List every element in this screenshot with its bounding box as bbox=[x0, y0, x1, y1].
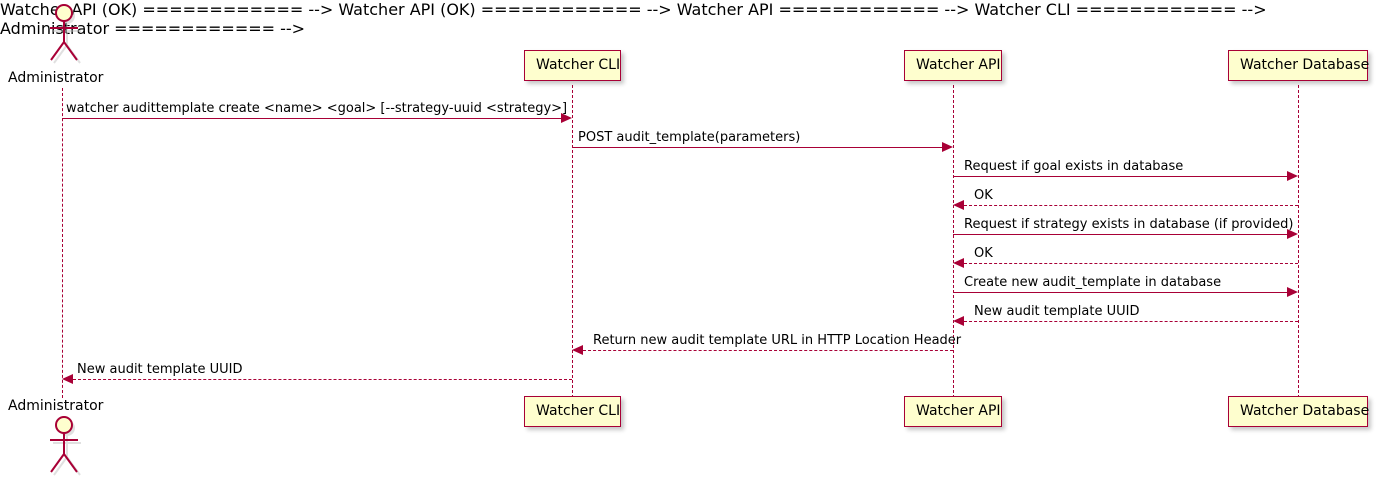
participant-label-administrator-bottom: Administrator bbox=[8, 398, 104, 414]
arrowhead-right-1 bbox=[561, 113, 572, 123]
message-line-2 bbox=[572, 147, 942, 148]
lifeline-watcher-cli bbox=[572, 85, 573, 398]
message-label-5: Request if strategy exists in database (… bbox=[964, 217, 1294, 232]
participant-watcher-api-top[interactable]: Watcher API bbox=[904, 50, 1002, 81]
actor-administrator-bottom bbox=[50, 416, 81, 476]
message-line-3 bbox=[953, 176, 1287, 177]
message-line-1 bbox=[62, 118, 561, 119]
message-line-6 bbox=[964, 263, 1298, 264]
message-label-10: New audit template UUID bbox=[77, 362, 243, 377]
arrowhead-left-8 bbox=[953, 316, 964, 326]
message-label-6: OK bbox=[974, 246, 993, 261]
arrowhead-left-4 bbox=[953, 200, 964, 210]
arrowhead-right-2 bbox=[942, 142, 953, 152]
message-label-8: New audit template UUID bbox=[974, 304, 1140, 319]
message-line-4 bbox=[964, 205, 1298, 206]
arrowhead-right-3 bbox=[1287, 171, 1298, 181]
participant-watcher-database-bottom[interactable]: Watcher Database bbox=[1228, 396, 1369, 427]
participant-watcher-database-top[interactable]: Watcher Database bbox=[1228, 50, 1369, 81]
message-line-5 bbox=[953, 234, 1287, 235]
lifeline-administrator bbox=[62, 88, 63, 398]
message-line-7 bbox=[953, 292, 1287, 293]
arrowhead-left-9 bbox=[572, 345, 583, 355]
message-line-10 bbox=[73, 379, 572, 380]
arrowhead-left-10 bbox=[62, 374, 73, 384]
participant-watcher-api-bottom[interactable]: Watcher API bbox=[904, 396, 1002, 427]
arrowhead-left-6 bbox=[953, 258, 964, 268]
message-label-4: OK bbox=[974, 188, 993, 203]
participant-watcher-cli-top[interactable]: Watcher CLI bbox=[524, 50, 621, 81]
participant-watcher-cli-bottom[interactable]: Watcher CLI bbox=[524, 396, 621, 427]
participant-label-administrator-top: Administrator bbox=[8, 70, 104, 86]
message-label-9: Return new audit template URL in HTTP Lo… bbox=[593, 333, 962, 348]
lifeline-watcher-database bbox=[1298, 85, 1299, 398]
arrowhead-right-5 bbox=[1287, 229, 1298, 239]
message-label-7: Create new audit_template in database bbox=[964, 275, 1222, 290]
message-label-1: watcher audittemplate create <name> <goa… bbox=[66, 101, 568, 116]
actor-administrator-top bbox=[50, 4, 81, 64]
message-label-3: Request if goal exists in database bbox=[964, 159, 1184, 174]
lifeline-watcher-api bbox=[953, 85, 954, 398]
message-label-2: POST audit_template(parameters) bbox=[578, 130, 801, 145]
message-line-8 bbox=[964, 321, 1298, 322]
arrowhead-right-7 bbox=[1287, 287, 1298, 297]
message-line-9 bbox=[583, 350, 953, 351]
